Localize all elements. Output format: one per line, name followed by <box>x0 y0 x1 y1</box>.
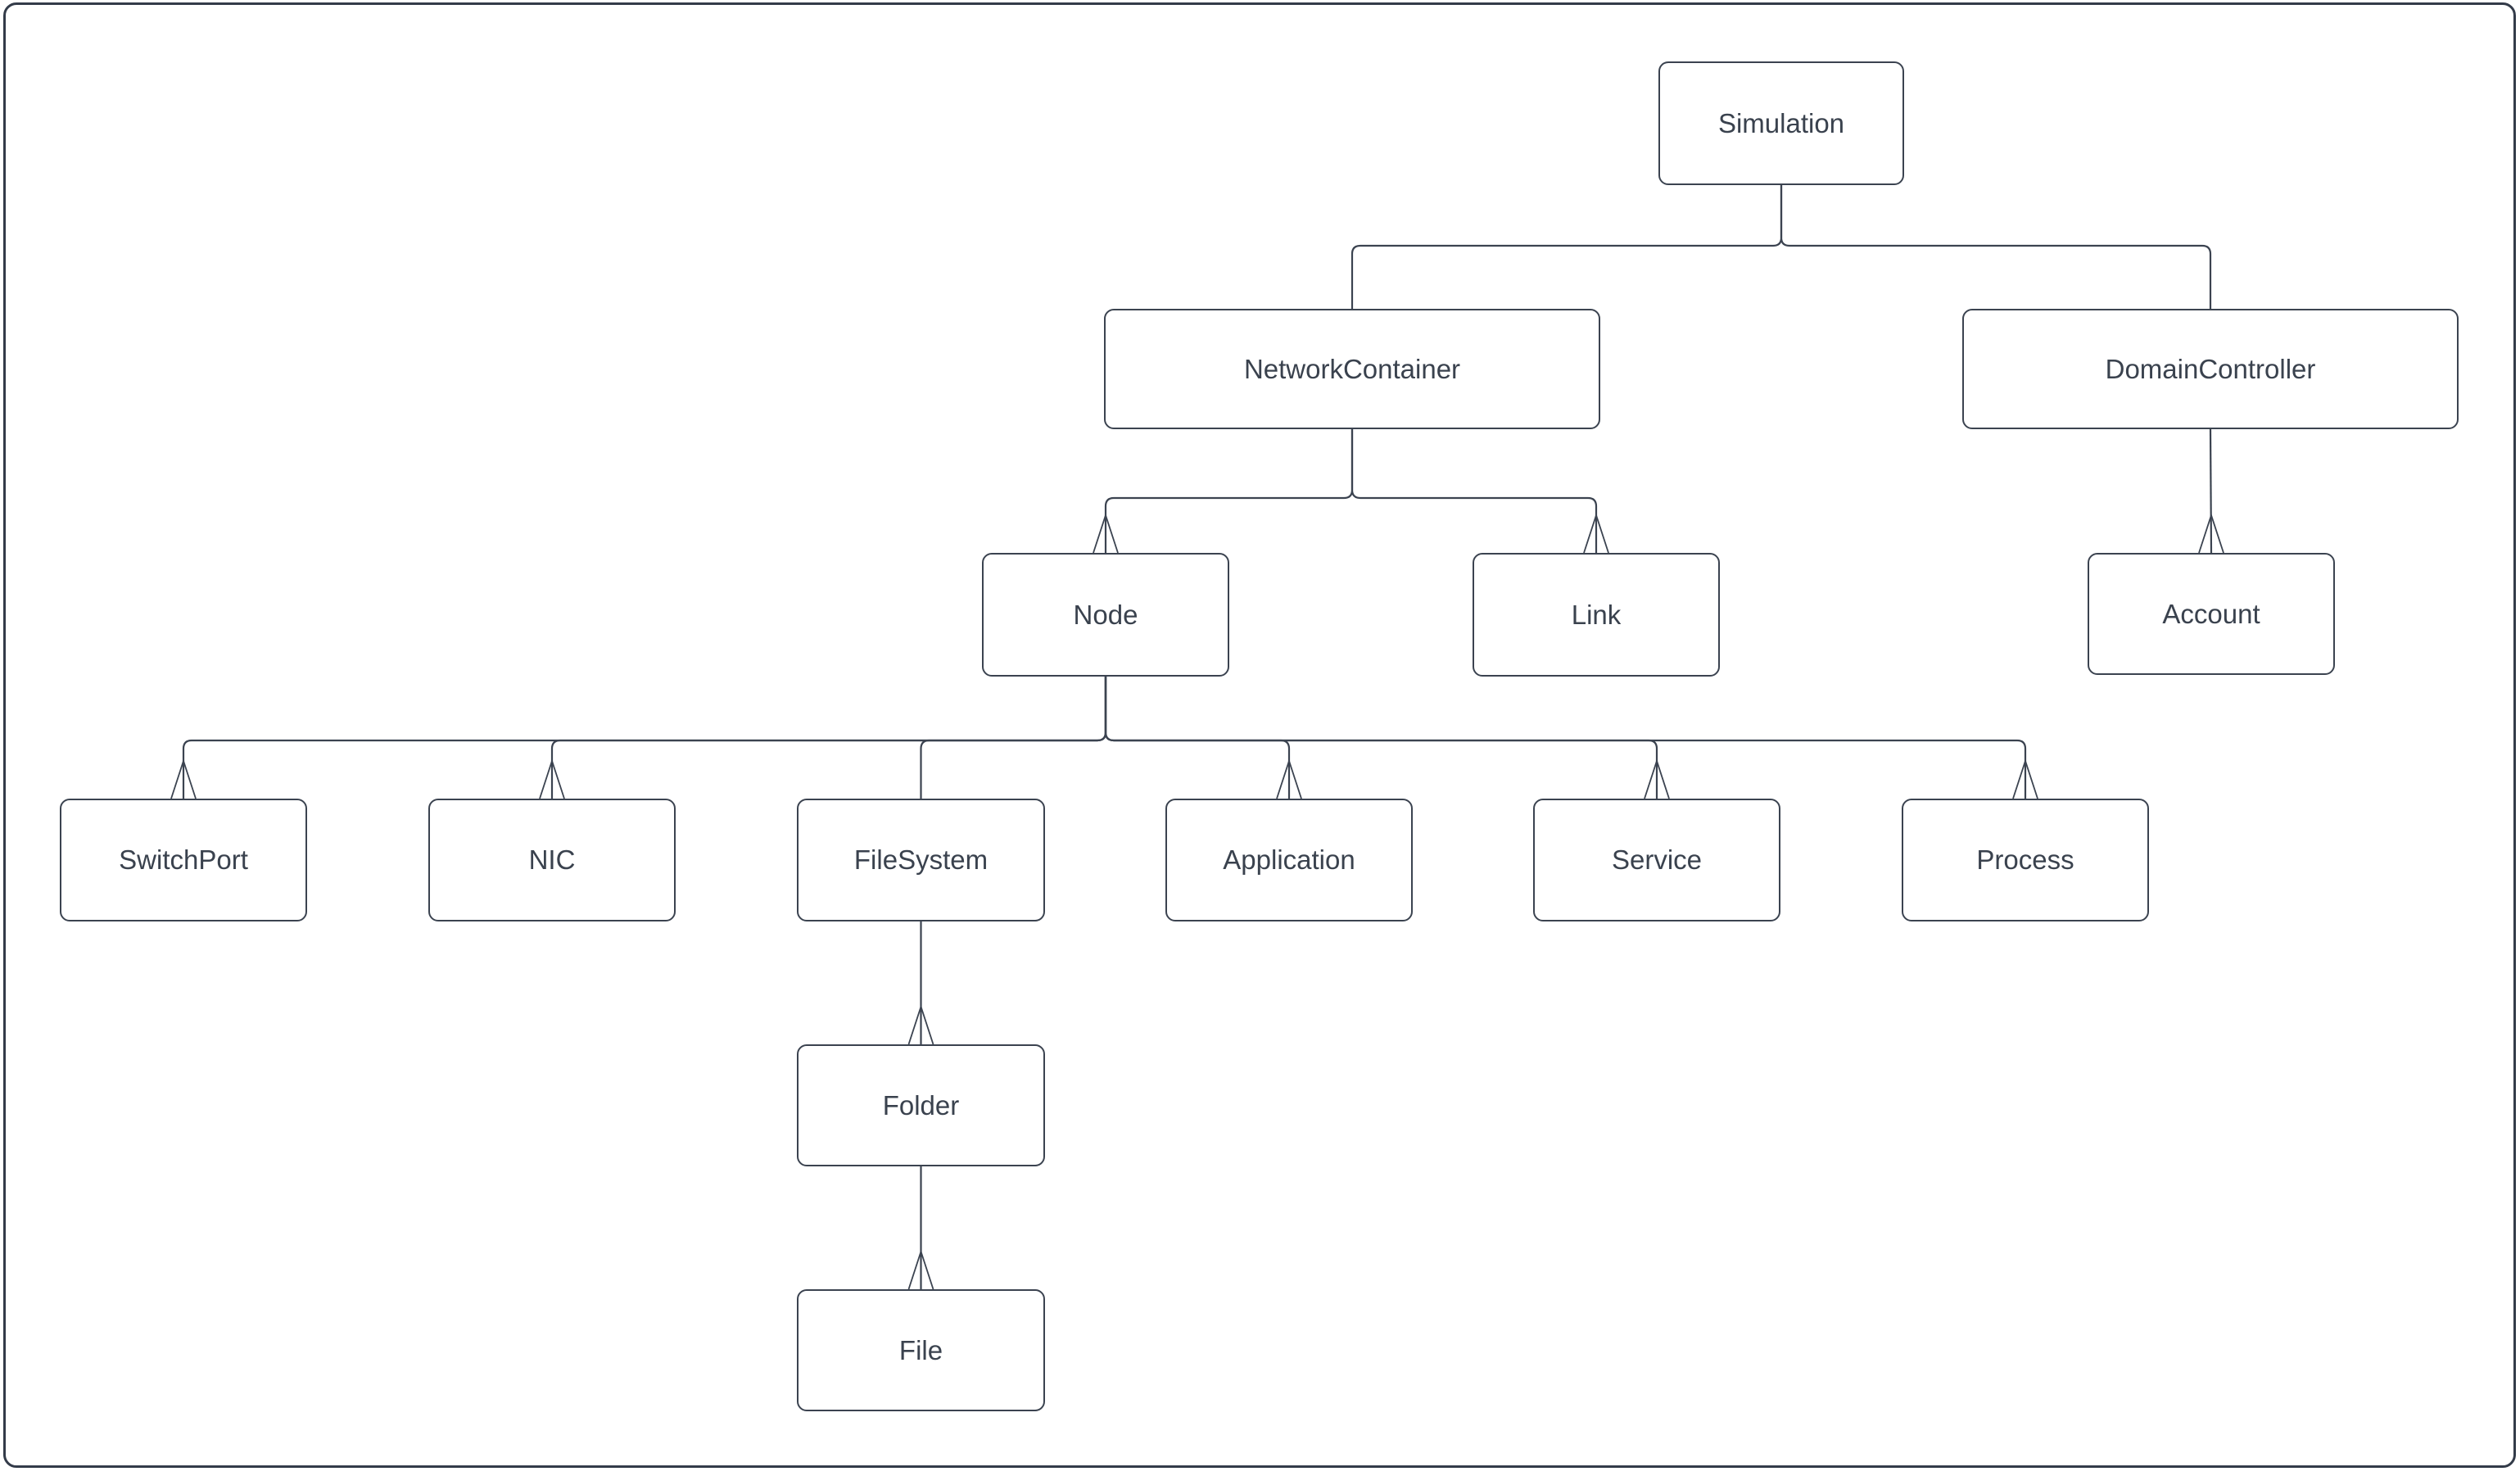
node-domaincontroller[interactable]: DomainController <box>1962 309 2459 429</box>
arrowhead-node <box>1093 513 1119 554</box>
node-account[interactable]: Account <box>2088 553 2335 675</box>
edge-simulation-domaincontroller <box>1780 185 2212 309</box>
edge-node-process <box>1104 677 2027 799</box>
arrowhead-file <box>907 1249 934 1290</box>
node-filesystem[interactable]: FileSystem <box>797 799 1045 921</box>
node-file[interactable]: File <box>797 1289 1045 1411</box>
node-folder[interactable]: Folder <box>797 1044 1045 1166</box>
node-node[interactable]: Node <box>982 553 1229 677</box>
node-label: Link <box>1571 599 1622 630</box>
edge-node-application <box>1104 677 1291 799</box>
diagram-canvas-frame <box>3 2 2516 1468</box>
edge-domaincontroller-account <box>2209 428 2213 554</box>
node-networkcontainer[interactable]: NetworkContainer <box>1104 309 1600 429</box>
edge-simulation-networkcontainer <box>1350 185 1783 309</box>
node-service[interactable]: Service <box>1533 799 1780 921</box>
node-label: FileSystem <box>853 844 989 876</box>
arrowhead-process <box>2012 758 2038 799</box>
node-switchport[interactable]: SwitchPort <box>60 799 307 921</box>
node-application[interactable]: Application <box>1165 799 1413 921</box>
node-label: Application <box>1223 844 1355 876</box>
node-label: NIC <box>528 844 576 876</box>
node-label: DomainController <box>2105 353 2316 384</box>
edge-node-nic <box>550 677 1107 799</box>
arrowhead-folder <box>907 1004 934 1045</box>
arrowhead-service <box>1644 758 1670 799</box>
arrowhead-link <box>1583 513 1609 554</box>
node-label: Process <box>1976 844 2074 876</box>
node-process[interactable]: Process <box>1902 799 2149 921</box>
edge-node-switchport <box>182 677 1107 799</box>
edge-networkcontainer-link <box>1350 429 1598 553</box>
edge-node-service <box>1104 677 1658 799</box>
arrowhead-application <box>1276 758 1302 799</box>
node-label: Service <box>1611 844 1703 876</box>
arrowhead-switchport <box>170 758 197 799</box>
node-label: Account <box>2162 598 2260 629</box>
node-link[interactable]: Link <box>1473 553 1720 677</box>
node-label: NetworkContainer <box>1243 353 1461 384</box>
node-label: Node <box>1073 599 1138 630</box>
node-nic[interactable]: NIC <box>428 799 676 921</box>
node-label: SwitchPort <box>119 844 248 876</box>
node-label: Simulation <box>1717 107 1845 138</box>
edge-networkcontainer-node <box>1104 429 1354 553</box>
node-label: Folder <box>882 1089 960 1121</box>
arrowhead-account <box>2198 513 2224 554</box>
arrowhead-nic <box>539 758 565 799</box>
edge-node-filesystem <box>920 677 1107 799</box>
node-simulation[interactable]: Simulation <box>1658 61 1904 185</box>
node-label: File <box>898 1334 943 1365</box>
